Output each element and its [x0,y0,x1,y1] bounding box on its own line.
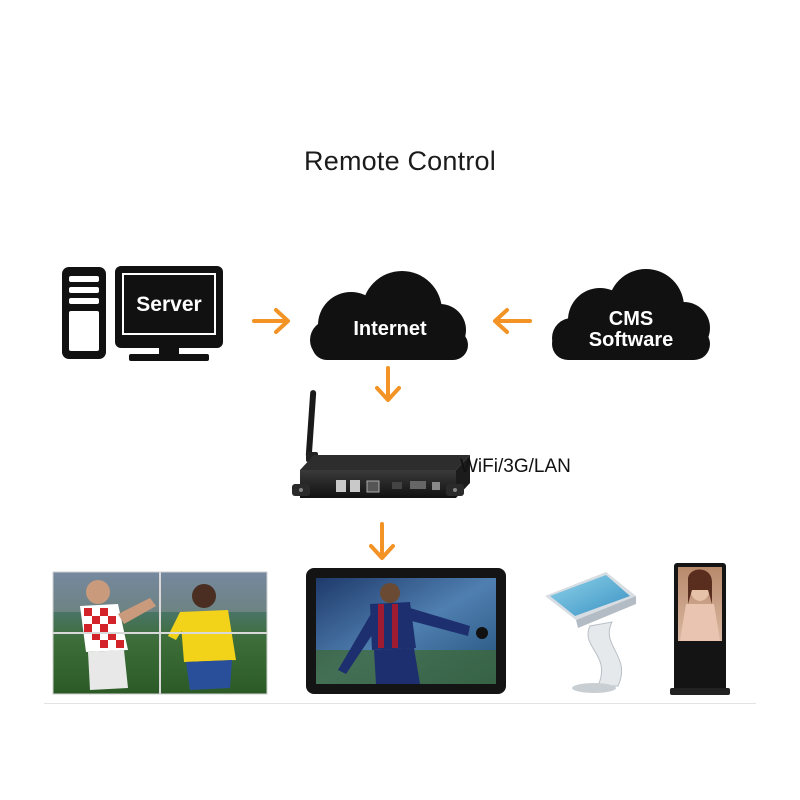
server-label: Server [136,293,202,316]
wall-mounted-screen [306,568,506,694]
arrow-cms-to-internet [493,308,532,334]
server-tower-icon [62,267,106,359]
cms-label-line1: CMS [608,308,654,330]
touch-kiosk [545,572,636,693]
server-monitor-icon [115,266,223,361]
cms-cloud-icon [552,269,710,360]
arrow-internet-to-player [375,366,401,402]
arrow-server-to-internet [252,308,290,334]
arrow-player-to-displays [369,522,395,560]
media-player-device-icon [292,390,470,498]
cms-label-line2: Software [588,329,674,351]
connectivity-label: WiFi/3G/LAN [460,456,571,477]
internet-label: Internet [353,318,427,340]
diagram-title: Remote Control [304,146,496,176]
standing-signage-totem [670,563,730,695]
baseline-divider [44,703,756,704]
internet-cloud-icon [310,271,468,360]
video-wall-display [52,571,268,695]
